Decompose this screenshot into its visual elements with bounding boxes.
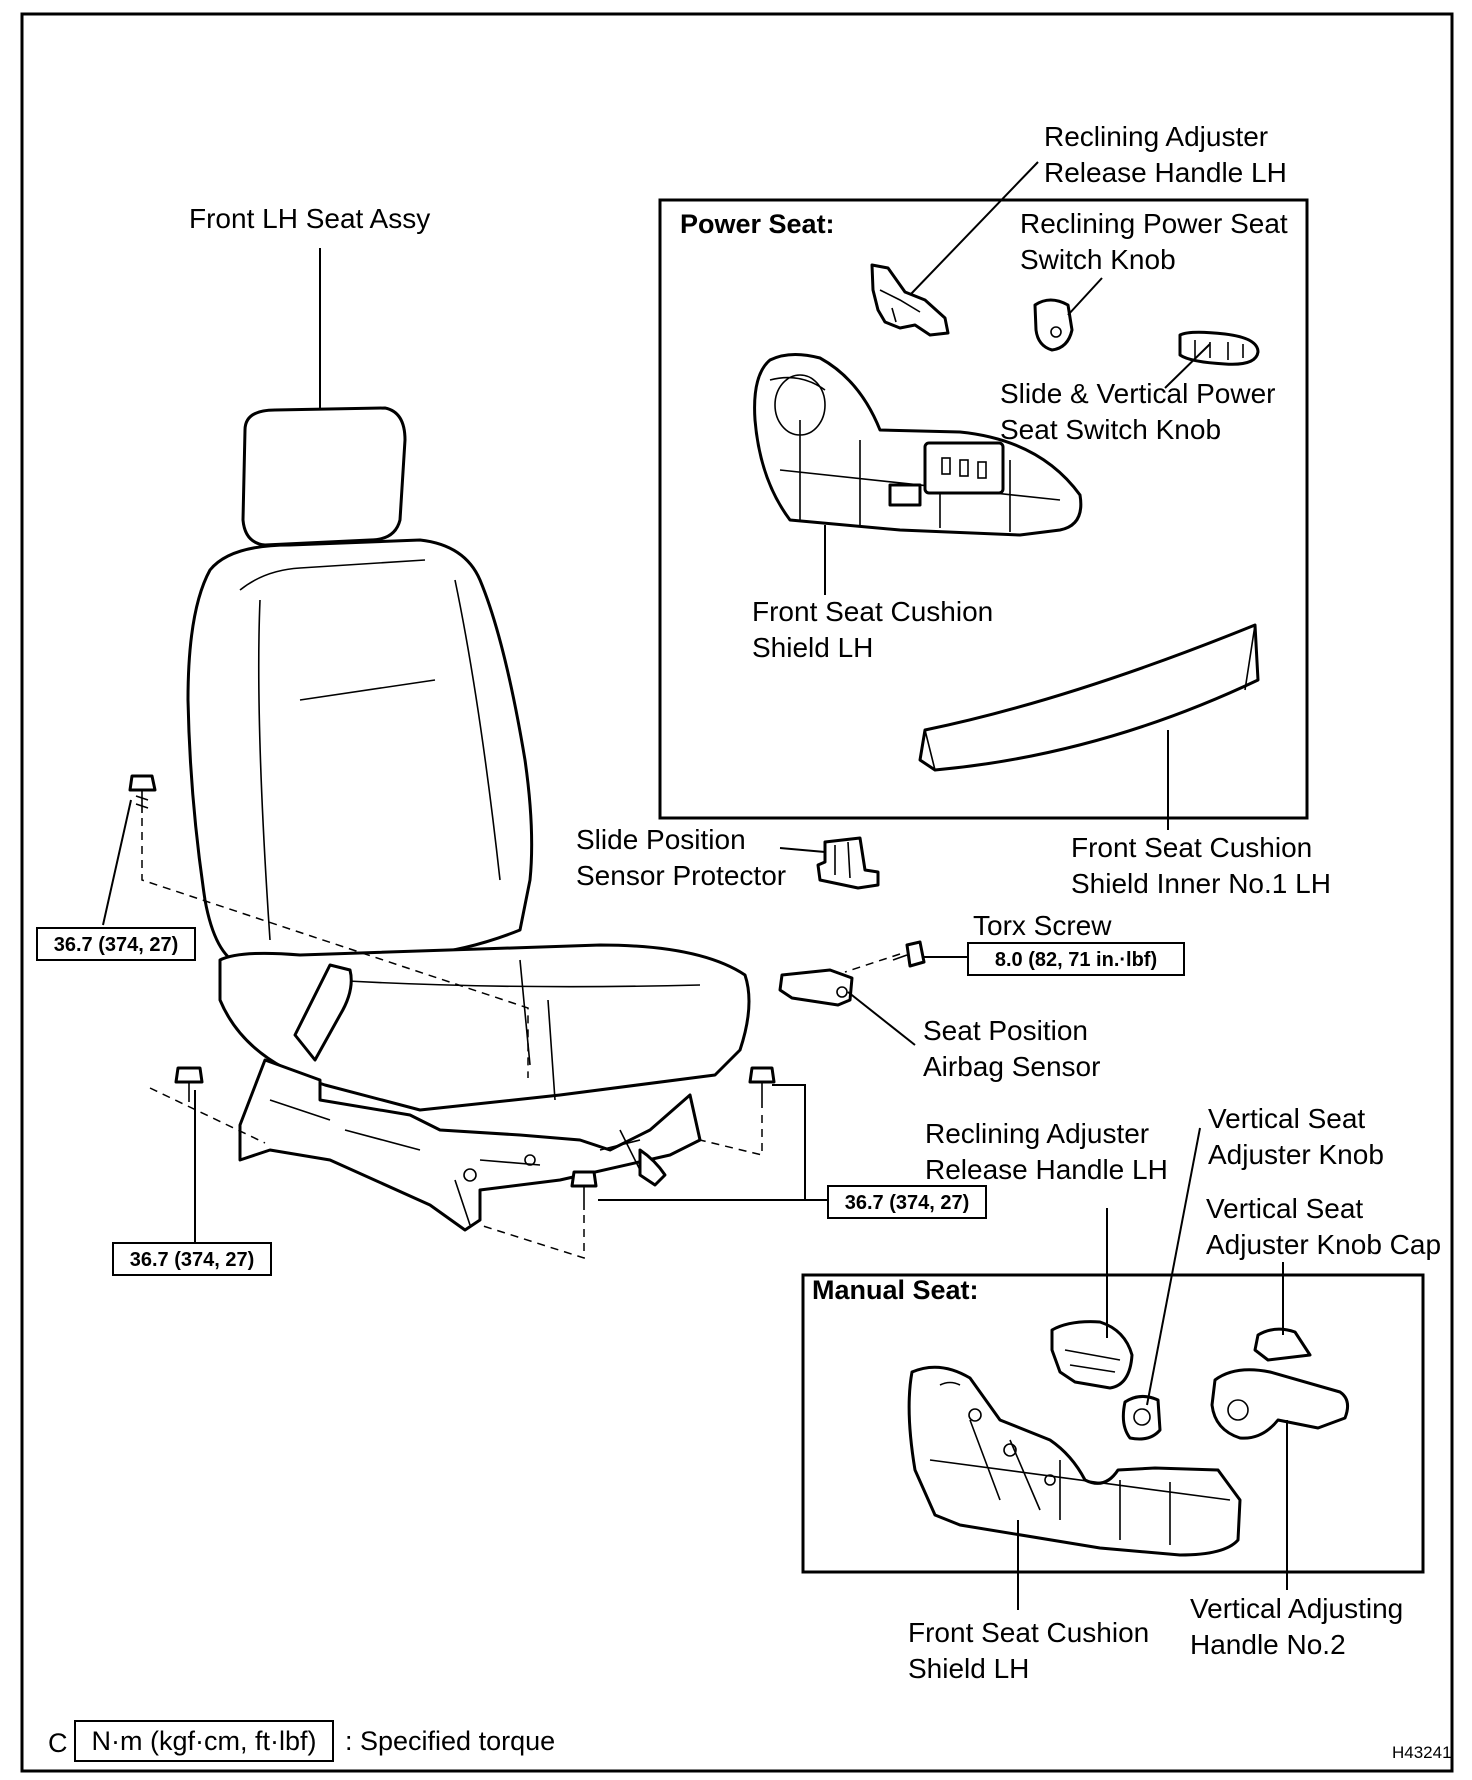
leader-vertical-seat-adjuster-knob xyxy=(1146,1127,1201,1406)
label-manual-reclining-handle: Reclining Adjuster Release Handle LH xyxy=(925,1118,1168,1185)
label-slide-position-sensor-protector: Slide Position Sensor Protector xyxy=(576,824,786,891)
torque-spec-right: 36.7 (374, 27) xyxy=(845,1192,970,1214)
seat-position-airbag-sensor-part xyxy=(778,968,854,1007)
dash-right-lower xyxy=(479,1215,585,1260)
dash-top-left xyxy=(141,818,529,1078)
cushion-shield-inner-part xyxy=(918,623,1260,772)
label-manual-cushion-shield: Front Seat Cushion Shield LH xyxy=(908,1617,1157,1684)
label-vertical-adjusting-handle: Vertical Adjusting Handle No.2 xyxy=(1190,1593,1411,1660)
power-cushion-shield-part xyxy=(753,353,1083,537)
slide-vertical-switch-knob-part xyxy=(1178,330,1260,366)
torque-box-top-left: 36.7 (374, 27) xyxy=(36,927,196,961)
leader-slide-position-sensor-protector xyxy=(779,847,826,853)
dash-bottom-left xyxy=(149,1087,266,1144)
torque-spec-bottom-left: 36.7 (374, 27) xyxy=(130,1249,255,1271)
diagram-code-letter: C xyxy=(48,1728,68,1758)
dash-right-upper xyxy=(699,1115,763,1156)
legend-description: : Specified torque xyxy=(345,1726,555,1756)
label-reclining-power-switch-knob: Reclining Power Seat Switch Knob xyxy=(1020,208,1295,275)
label-cushion-shield-inner: Front Seat Cushion Shield Inner No.1 LH xyxy=(1071,832,1331,899)
torque-spec-top-left: 36.7 (374, 27) xyxy=(54,934,179,956)
slide-position-sensor-protector-part xyxy=(816,836,880,890)
manual-reclining-handle-part xyxy=(1050,1320,1134,1390)
label-seat-position-airbag-sensor: Seat Position Airbag Sensor xyxy=(923,1015,1100,1082)
vertical-seat-adjuster-knob-cap-part xyxy=(1253,1327,1312,1362)
leader-seat-position-airbag-sensor xyxy=(847,991,916,1046)
leader-power-reclining-handle xyxy=(909,161,1039,296)
label-slide-vertical-switch-knob: Slide & Vertical Power Seat Switch Knob xyxy=(1000,378,1283,445)
leader-torque-top-left xyxy=(102,799,132,926)
legend-unit-text: N·m (kgf·cm, ft·lbf) xyxy=(92,1726,317,1756)
manual-seat-title: Manual Seat: xyxy=(812,1275,979,1305)
reclining-power-switch-knob-part xyxy=(1033,298,1074,352)
torque-box-bottom-left: 36.7 (374, 27) xyxy=(112,1242,272,1276)
power-reclining-handle-part xyxy=(870,263,950,337)
bolt-right-upper-part xyxy=(748,1066,776,1108)
power-seat-box xyxy=(658,198,1309,820)
label-front-lh-seat-assy: Front LH Seat Assy xyxy=(189,203,430,234)
vertical-adjusting-handle-part xyxy=(1210,1368,1350,1440)
torque-box-torx: 8.0 (82, 71 in.·lbf) xyxy=(967,942,1185,976)
front-seat-assembly-part xyxy=(186,406,751,1232)
bolt-top-left-part xyxy=(128,774,157,813)
figure-code: H43241 xyxy=(1392,1743,1452,1762)
label-vertical-seat-adjuster-knob-cap: Vertical Seat Adjuster Knob Cap xyxy=(1206,1193,1441,1260)
leader-slide-vertical-knob xyxy=(1164,343,1211,389)
bolt-bottom-left-part xyxy=(174,1066,204,1102)
label-vertical-seat-adjuster-knob: Vertical Seat Adjuster Knob xyxy=(1208,1103,1384,1170)
legend-unit-box: N·m (kgf·cm, ft·lbf) xyxy=(74,1720,334,1762)
manual-cushion-shield-part xyxy=(907,1365,1242,1557)
torque-spec-torx: 8.0 (82, 71 in.·lbf) xyxy=(995,949,1157,971)
label-torx-screw: Torx Screw xyxy=(973,910,1112,941)
dash-torx xyxy=(844,953,901,973)
power-seat-title: Power Seat: xyxy=(680,209,835,239)
torque-box-right: 36.7 (374, 27) xyxy=(827,1185,987,1219)
label-power-cushion-shield: Front Seat Cushion Shield LH xyxy=(752,596,1001,663)
vertical-seat-adjuster-knob-part xyxy=(1121,1395,1162,1441)
torx-screw-part xyxy=(892,940,926,968)
manual-seat-box xyxy=(801,1273,1425,1574)
bolt-right-lower-part xyxy=(570,1170,598,1210)
outer-frame xyxy=(20,12,1454,1773)
label-power-reclining-handle: Reclining Adjuster Release Handle LH xyxy=(1044,121,1287,188)
leader-reclining-power-knob xyxy=(1067,277,1103,316)
leader-torque-right-upper xyxy=(772,1084,828,1201)
